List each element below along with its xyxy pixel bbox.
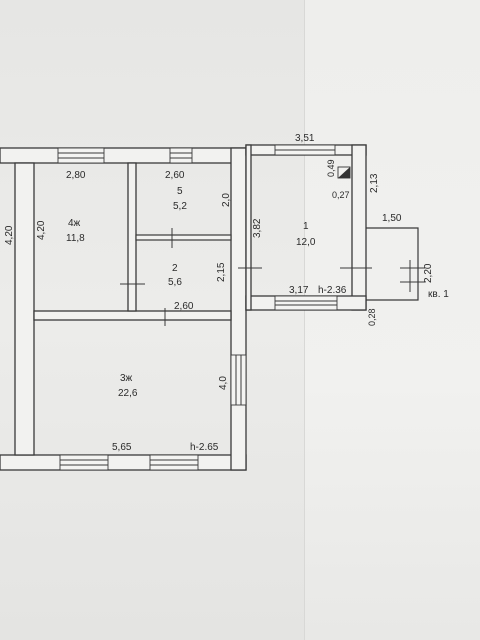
- room-1-number: 1: [303, 221, 309, 232]
- chimney-box: [337, 166, 351, 179]
- room-3-number: 3ж: [120, 373, 133, 384]
- room-4-number: 4ж: [68, 218, 81, 229]
- windows: [57, 144, 338, 471]
- walls: [0, 144, 425, 471]
- window-top-left: [57, 147, 105, 164]
- dim-0-28: 0,28: [367, 308, 377, 326]
- dim-3-17: 3,17: [289, 285, 309, 296]
- dim-3-82: 3,82: [252, 218, 263, 238]
- dim-4-20-a: 4,20: [4, 225, 15, 245]
- door-marks: [120, 228, 372, 326]
- dim-0-49: 0,49: [326, 159, 336, 177]
- height-room-1: h-2.36: [318, 285, 347, 296]
- dim-1-50: 1,50: [382, 213, 402, 224]
- room-3-area: 22,6: [118, 388, 138, 399]
- dim-2-15: 2,15: [216, 262, 227, 282]
- window-top-mid: [169, 147, 193, 164]
- window-bottom-right: [149, 454, 199, 471]
- dim-3-51: 3,51: [295, 133, 315, 144]
- room-2-area: 5,6: [168, 277, 182, 288]
- room-4-area: 11,8: [66, 233, 85, 244]
- dim-5-65: 5,65: [112, 442, 132, 453]
- dim-2-0: 2,0: [221, 193, 232, 207]
- dim-4-0: 4,0: [218, 376, 229, 390]
- apartment-label: кв. 1: [428, 289, 449, 300]
- window-room1-bottom: [274, 295, 338, 311]
- room-5-number: 5: [177, 186, 183, 197]
- dim-2-60-top: 2,60: [165, 170, 185, 181]
- dim-2-13: 2,13: [369, 173, 380, 193]
- dim-2-80: 2,80: [66, 170, 86, 181]
- window-room1-top: [274, 144, 336, 156]
- room-5-area: 5,2: [173, 201, 187, 212]
- room-1-area: 12,0: [296, 237, 316, 248]
- paper-sheet-right: [305, 0, 480, 640]
- height-main: h-2.65: [190, 442, 219, 453]
- dim-2-60-mid: 2,60: [174, 301, 194, 312]
- dim-4-20-b: 4,20: [36, 220, 47, 240]
- dim-0-27: 0,27: [332, 190, 350, 200]
- room-2-number: 2: [172, 263, 178, 274]
- dim-2-20: 2,20: [423, 263, 434, 283]
- window-bottom-left: [59, 454, 109, 471]
- window-right-3zh: [230, 354, 247, 406]
